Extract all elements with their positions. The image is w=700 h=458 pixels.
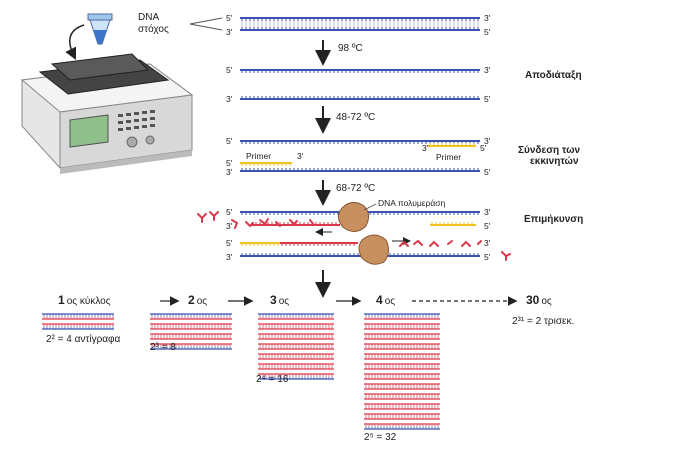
dna-strands: 5'3'3'5'5'3'3'5'5'3'5'5'3'5'5'3'3'5'5'3'… [226,13,491,262]
free-nucleotides [197,211,511,261]
strand-end-5: 5' [226,238,233,248]
cycle-copies [42,313,440,430]
pipette-arrow [65,24,85,61]
copy-stack [258,313,334,380]
step-name-multiline: Σύνδεση των εκκινητών [518,145,583,167]
step-temperature: 98 ºC [338,43,363,54]
strand-end-5: 5' [226,136,233,146]
pipette-icon [87,13,113,45]
strand-end-5: 5' [480,143,487,153]
step-name: Αποδιάταξη [525,70,582,81]
strand-end-3: 3' [297,151,304,161]
polymerase-pointer [363,203,377,211]
strand-end-3: 3' [422,143,429,153]
strand-end-5: 5' [226,65,233,75]
strand-end-3: 3' [484,13,491,23]
step-temperature: 48-72 ºC [336,112,375,123]
copy-stack [150,313,232,350]
cycle-formula: 2³ = 8 [150,342,176,353]
strand-end-3: 3' [484,238,491,248]
strand-end-3: 3' [226,252,233,262]
strand-end-5: 5' [484,167,491,177]
cycle-formula: 2⁴ = 16 [256,374,289,385]
step-name: Επιμήκυνση [524,214,583,225]
dna-polymerase-icon [338,202,390,265]
polymerase-label: DNA πολυμεράση [378,198,446,208]
step-temperature: 68-72 ºC [336,183,375,194]
strand-end-3: 3' [484,65,491,75]
primer-label: Primer [436,152,461,162]
cycle-formula: 2² = 4 αντίγραφα [46,333,121,345]
strand-end-5: 5' [484,27,491,37]
strand-end-3: 3' [226,221,233,231]
cycle-formula: 2³¹ = 2 τρισεκ. [512,316,574,327]
strand-end-3: 3' [484,136,491,146]
strand-end-5: 5' [484,94,491,104]
target-pointer-line [189,17,223,25]
strand-end-5: 5' [484,221,491,231]
strand-end-3: 3' [226,167,233,177]
strand-end-5: 5' [226,13,233,23]
cycle-formula: 2⁵ = 32 [364,432,397,443]
target-pointer-line [189,23,223,31]
strand-end-3: 3' [226,94,233,104]
strand-end-5: 5' [226,207,233,217]
strand-end-5: 5' [226,158,233,168]
strand-end-5: 5' [484,252,491,262]
primer-label: Primer [246,151,271,161]
copy-stack [364,313,440,430]
keypad [118,110,155,131]
strand-end-3: 3' [484,207,491,217]
pcr-thermocycler-icon [20,53,194,174]
strand-end-3: 3' [226,27,233,37]
copy-stack [42,313,114,330]
target-label: DNA στόχος [138,12,169,35]
